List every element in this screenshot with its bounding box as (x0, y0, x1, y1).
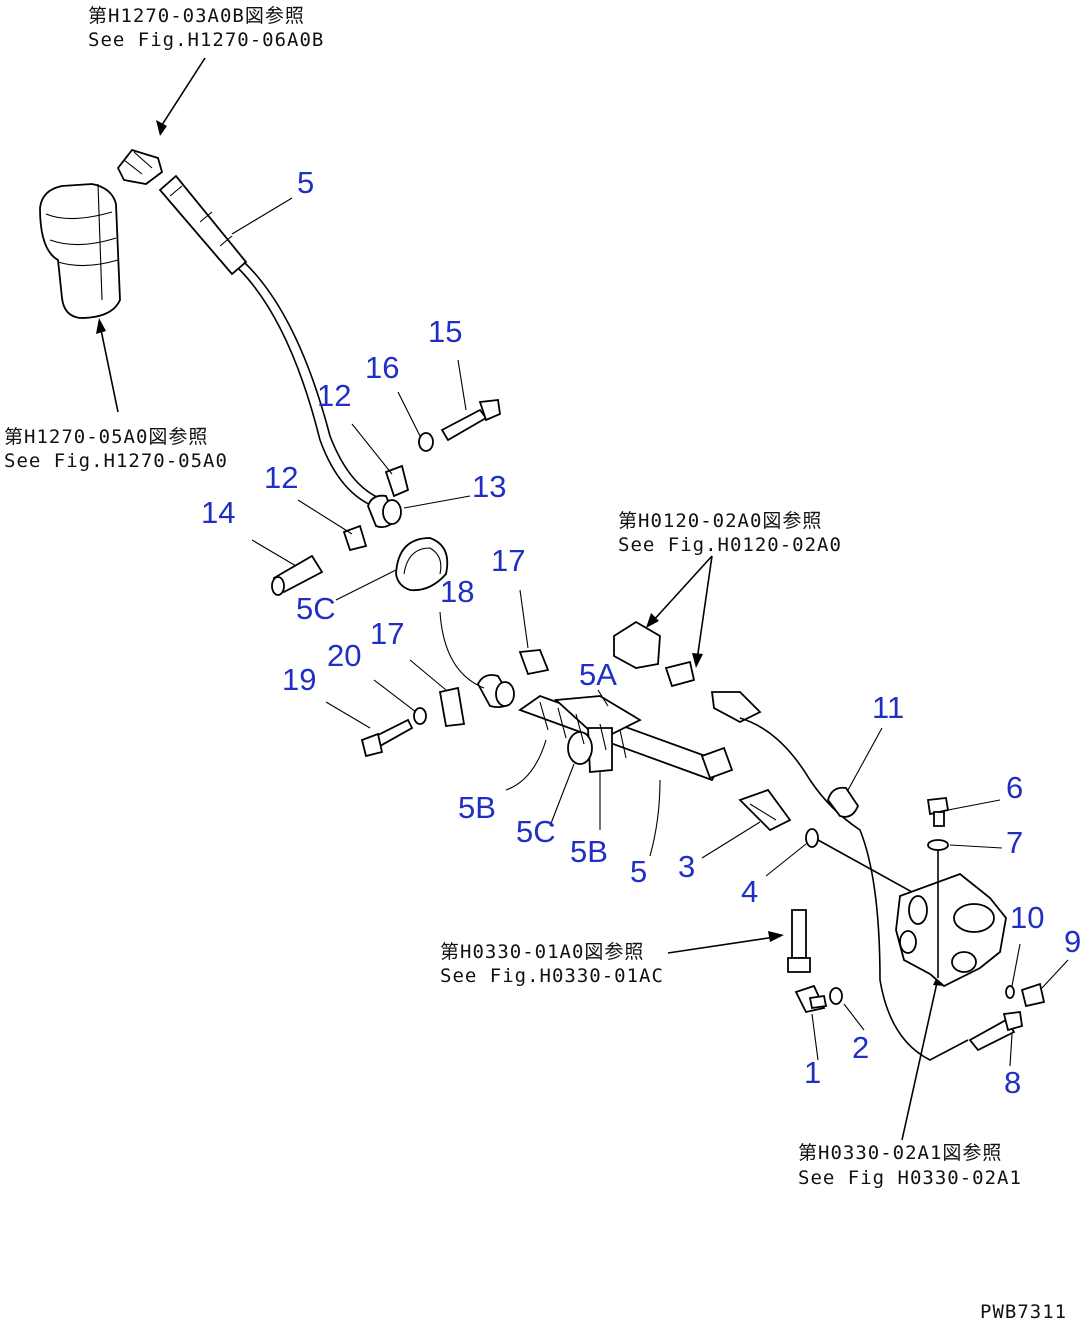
bolt-15 (440, 399, 501, 442)
grommet-13 (367, 494, 402, 529)
callout-label: 5C (296, 591, 336, 626)
clip-17-upper (518, 649, 550, 676)
hose-upper (158, 174, 385, 509)
fitting-1 (794, 984, 828, 1014)
arrow-head-icon (96, 318, 106, 334)
leader-line (99, 324, 119, 413)
callout-label: 5 (297, 165, 314, 200)
reference-jp-text: 第H0120-02A0図参照 (618, 510, 822, 532)
callout-label: 14 (201, 495, 235, 530)
callout-label: 15 (428, 314, 462, 349)
washer-20 (413, 707, 427, 725)
clip-12-lower (342, 524, 368, 552)
bolt-19 (360, 718, 414, 758)
band-5c-upper (395, 537, 449, 592)
callout-label: 3 (678, 849, 695, 884)
reference-jp-text: 第H0330-01A0図参照 (440, 941, 644, 963)
grommet-18 (476, 674, 515, 709)
callout-label: 5B (458, 790, 496, 825)
reference-left: 第H1270-05A0図参照 See Fig.H1270-05A0 (4, 426, 228, 472)
o-ring-2 (829, 987, 843, 1005)
arrow-head-icon (156, 120, 167, 136)
callout-leaders (231, 197, 1069, 1067)
leader-line (667, 936, 776, 954)
bolt-6 (926, 797, 950, 827)
washer-7 (927, 839, 949, 851)
callout-label: 17 (370, 616, 404, 651)
washer-16 (418, 432, 434, 452)
callout-label: 19 (282, 662, 316, 697)
arrow-head-icon (692, 653, 703, 668)
hose-assembly-5 (518, 694, 734, 782)
callout-label: 12 (264, 460, 298, 495)
callout-numbers: 5 15 16 12 12 13 14 5C 18 17 17 20 19 5A… (201, 165, 1081, 1100)
clamp-17-lower (438, 686, 466, 727)
callout-label: 5B (570, 834, 608, 869)
arrow-head-icon (768, 931, 784, 942)
adapter-3 (738, 788, 792, 832)
leader-line (651, 555, 713, 623)
hose-fitting-top (116, 148, 164, 185)
clamp-11 (827, 786, 860, 818)
filter-element (39, 183, 121, 319)
callout-label: 13 (472, 469, 506, 504)
callout-label: 20 (327, 638, 361, 673)
leader-line (696, 555, 713, 661)
callout-label: 5 (630, 854, 647, 889)
reference-top: 第H1270-03A0B図参照 See Fig.H1270-06A0B (88, 5, 324, 51)
reference-jp-text: 第H0330-02A1図参照 (798, 1142, 1002, 1164)
callout-label: 18 (440, 574, 474, 609)
hose-end-8 (968, 1010, 1024, 1052)
reference-center: 第H0330-01A0図参照 See Fig.H0330-01AC (440, 941, 664, 987)
spacer-14 (271, 554, 324, 596)
assembly-line (817, 839, 913, 893)
callout-label: 2 (852, 1030, 869, 1065)
o-ring-4 (805, 828, 819, 848)
callout-label: 12 (317, 378, 351, 413)
arrow-head-icon (646, 613, 659, 628)
leader-line (159, 57, 206, 129)
callout-label: 17 (491, 543, 525, 578)
leader-line (901, 977, 939, 1141)
reference-middle-right: 第H0120-02A0図参照 See Fig.H0120-02A0 (618, 510, 842, 556)
callout-label: 8 (1004, 1065, 1021, 1100)
pipe-fitting (787, 909, 811, 973)
reference-jp-text: 第H1270-03A0B図参照 (88, 5, 305, 27)
plug-9 (1020, 982, 1046, 1008)
reference-bottom-right: 第H0330-02A1図参照 See Fig H0330-02A1 (798, 1142, 1022, 1189)
o-ring-10 (1005, 985, 1015, 999)
connector-block (613, 620, 969, 1061)
callout-label: 11 (872, 690, 904, 725)
reference-en-text: See Fig.H0330-01AC (440, 965, 664, 987)
callout-label: 7 (1006, 825, 1023, 860)
callout-label: 16 (365, 350, 399, 385)
callout-label: 9 (1064, 924, 1081, 959)
callout-label: 1 (804, 1055, 821, 1090)
reference-en-text: See Fig H0330-02A1 (798, 1167, 1022, 1189)
callout-label: 10 (1010, 900, 1044, 935)
callout-label: 5C (516, 814, 556, 849)
callout-label: 5A (579, 657, 617, 692)
callout-label: 4 (741, 874, 758, 909)
reference-en-text: See Fig.H0120-02A0 (618, 534, 842, 556)
reference-jp-text: 第H1270-05A0図参照 (4, 426, 208, 448)
figure-number: PWB7311 (980, 1301, 1067, 1323)
valve-body (895, 850, 1007, 988)
callout-label: 6 (1006, 770, 1023, 805)
reference-en-text: See Fig.H1270-06A0B (88, 29, 324, 51)
reference-arrows (96, 57, 944, 1141)
reference-en-text: See Fig.H1270-05A0 (4, 450, 228, 472)
